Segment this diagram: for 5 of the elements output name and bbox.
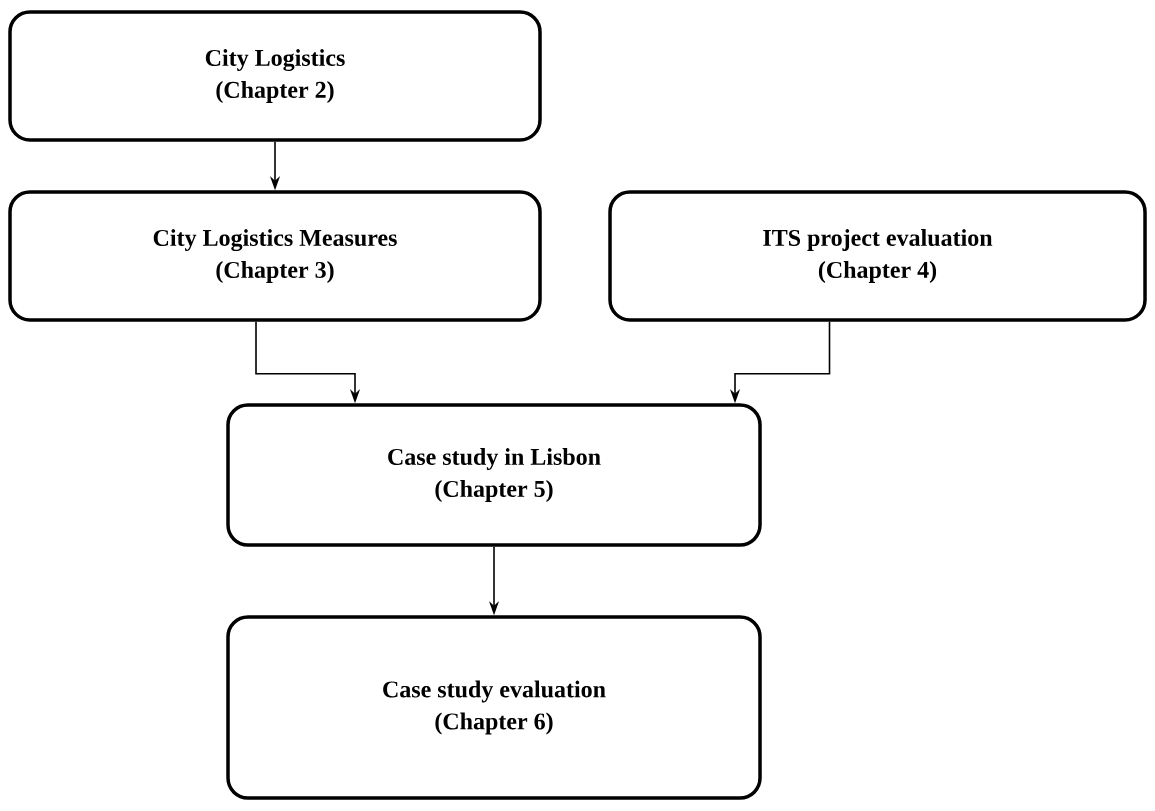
process-box: City Logistics Measures (Chapter 3) bbox=[8, 190, 542, 322]
process-box: Case study evaluation (Chapter 6) bbox=[226, 615, 762, 800]
process-box: Case study in Lisbon (Chapter 5) bbox=[226, 403, 762, 547]
process-box: ITS project evaluation (Chapter 4) bbox=[608, 190, 1147, 322]
process-box: City Logistics (Chapter 2) bbox=[8, 10, 542, 142]
